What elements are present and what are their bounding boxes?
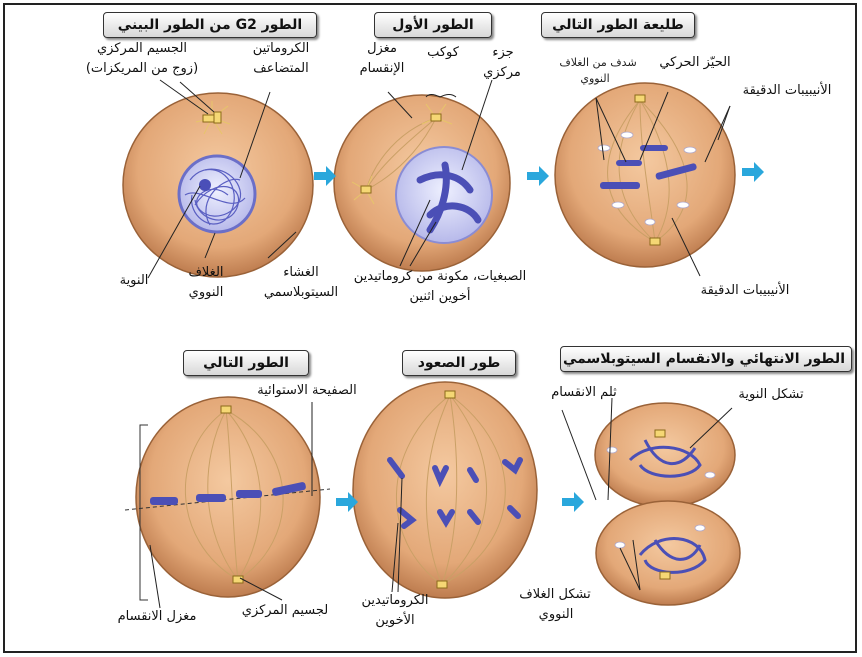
stage-title-g2: الطور G2 من الطور البيني: [103, 12, 317, 38]
g2-cell: [123, 93, 313, 277]
label-membrane-2: السيتوبلاسمي: [246, 284, 356, 301]
label-envelope-forming-2: النووي: [516, 606, 596, 623]
stage-title-telophase: الطور الانتهائي والانقسام السيتوبلاسمي: [560, 346, 852, 372]
label-centriole-pair: (زوج من المريكزات): [62, 60, 222, 77]
centriole: [660, 572, 670, 579]
label-spindle-metaphase: مغزل الانقسام: [102, 608, 212, 625]
centriole: [655, 430, 665, 437]
label-microtubules-bottom: الأنيبيبات الدقيقة: [680, 282, 810, 299]
label-centrosome: الجسيم المركزي: [72, 40, 212, 57]
centriole: [203, 115, 214, 122]
label-centromere: جزء: [478, 44, 528, 61]
stage-title-metaphase: الطور التالي: [183, 350, 309, 376]
label-centrosome-metaphase: لجسيم المركزي: [230, 602, 340, 619]
arrow-icon: [314, 166, 336, 186]
arrow-icon: [742, 162, 764, 182]
label-envelope-fragments: شدف من الغلاف: [552, 56, 644, 69]
label-aster: كوكب: [418, 44, 468, 61]
centriole: [233, 576, 243, 583]
label-kinetochore: الحيّز الحركي: [640, 54, 750, 71]
label-chromatin: الكروماتين: [236, 40, 326, 57]
anaphase-cell: [353, 382, 537, 598]
centriole: [650, 238, 660, 245]
label-envelope-forming: تشكل الغلاف: [500, 586, 610, 603]
centriole: [221, 406, 231, 413]
label-nucleolus-forming: تشكل النوية: [716, 386, 826, 403]
label-envelope-2: النووي: [176, 284, 236, 301]
centriole: [635, 95, 645, 102]
label-centromere-2: مركزي: [472, 64, 532, 81]
arrow-icon: [527, 166, 549, 186]
prometaphase-cell: [555, 83, 735, 267]
stage-title-anaphase: طور الصعود: [402, 350, 516, 376]
nucleolus: [199, 179, 211, 191]
label-metaphase-plate: الصفيحة الاستوائية: [232, 382, 382, 399]
label-sister-chromatids: الكروماتيدين: [340, 592, 450, 609]
stage-title-prometaphase: طليعة الطور التالي: [541, 12, 695, 38]
prophase-cell: [334, 95, 510, 271]
label-envelope: الغلاف: [176, 264, 236, 281]
telophase-cells: [595, 403, 740, 605]
metaphase-cell: [125, 397, 330, 600]
centriole: [437, 581, 447, 588]
centriole: [214, 112, 221, 123]
label-chromatin-duplicated: المتضاعف: [236, 60, 326, 77]
label-envelope-fragments-2: النووي: [570, 72, 620, 85]
label-spindle-2: الإنقسام: [345, 60, 419, 77]
label-cleavage-furrow: ثلم الانقسام: [524, 384, 644, 401]
centriole: [431, 114, 441, 121]
label-spindle: مغزل: [352, 40, 412, 57]
arrow-icon: [562, 492, 584, 512]
label-chromosome: الصبغيات، مكونة من كروماتيدين: [340, 268, 540, 285]
centriole: [445, 391, 455, 398]
stage-title-prophase: الطور الأول: [374, 12, 492, 38]
label-chromosome-2: أخوين اثنين: [390, 288, 490, 305]
label-microtubules-top: الأنيبيبات الدقيقة: [722, 82, 852, 99]
label-nucleolus: النوية: [104, 272, 164, 289]
centriole: [361, 186, 371, 193]
label-sister-chromatids-2: الأخوين: [350, 612, 440, 629]
